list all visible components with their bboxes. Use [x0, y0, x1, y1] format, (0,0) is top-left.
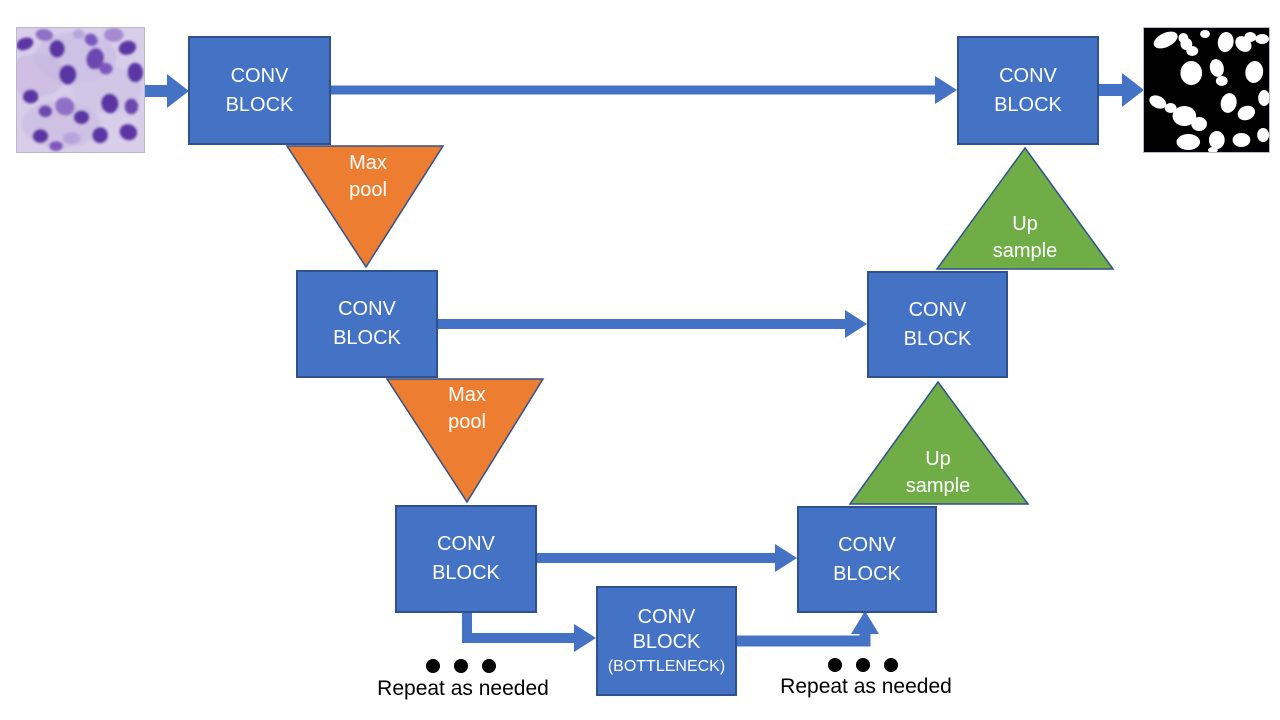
conv-block-encoder-1: CONV BLOCK: [188, 36, 331, 145]
up-sample-triangle-1: [935, 146, 1115, 270]
conv-block-bottleneck: CONV BLOCK (BOTTLENECK): [596, 586, 737, 696]
dot-icon: [454, 659, 468, 673]
ellipsis-dots-left: [426, 659, 496, 673]
block-label-line: CONV: [637, 605, 696, 628]
skip-connection-arrow-3: [537, 544, 797, 572]
conv-block-decoder-2: CONV BLOCK: [867, 271, 1008, 378]
repeat-note-left: Repeat as needed: [377, 677, 549, 700]
bottleneck-to-decoder-arrow: [737, 611, 879, 647]
block-label-line: BLOCK: [225, 93, 294, 116]
conv-block-encoder-2: CONV BLOCK: [296, 270, 438, 378]
repeat-note-right: Repeat as needed: [780, 675, 952, 698]
block-label-line: BLOCK: [333, 327, 401, 349]
dot-icon: [426, 659, 440, 673]
input-arrow: [145, 74, 189, 108]
max-pool-triangle-1: [285, 145, 445, 269]
block-label-line: BLOCK: [833, 562, 901, 585]
conv-block-decoder-1: CONV BLOCK: [957, 36, 1099, 145]
dot-icon: [884, 658, 898, 672]
dot-icon: [828, 658, 842, 672]
block-label-line: CONV: [999, 64, 1057, 87]
block-label-line: BLOCK: [994, 93, 1062, 116]
histology-cells-graphic: [17, 28, 144, 152]
up-sample-triangle-2: [848, 380, 1030, 505]
conv-block-encoder-3: CONV BLOCK: [395, 505, 537, 613]
skip-connection-arrow-2: [438, 310, 867, 338]
block-label-line: CONV: [230, 64, 289, 87]
block-label-line: CONV: [838, 533, 896, 556]
block-label-line: BLOCK: [903, 327, 972, 350]
max-pool-triangle-2: [385, 378, 545, 504]
block-label-line: BLOCK: [632, 630, 701, 653]
input-histology-image: [16, 27, 145, 153]
block-label-line: CONV: [338, 298, 396, 320]
conv-block-decoder-3: CONV BLOCK: [797, 506, 937, 613]
block-label-line: BLOCK: [432, 562, 500, 584]
dot-icon: [482, 659, 496, 673]
block-label-line: (BOTTLENECK): [607, 657, 726, 675]
segmentation-mask-graphic: [1144, 28, 1269, 152]
output-mask-image: [1143, 27, 1270, 153]
ellipsis-dots-right: [828, 658, 898, 672]
dot-icon: [856, 658, 870, 672]
encoder-to-bottleneck-arrow: [462, 611, 596, 652]
skip-connection-arrow-1: [331, 76, 957, 104]
output-arrow: [1099, 73, 1144, 107]
block-label-line: CONV: [437, 533, 495, 555]
block-label-line: CONV: [908, 298, 967, 321]
